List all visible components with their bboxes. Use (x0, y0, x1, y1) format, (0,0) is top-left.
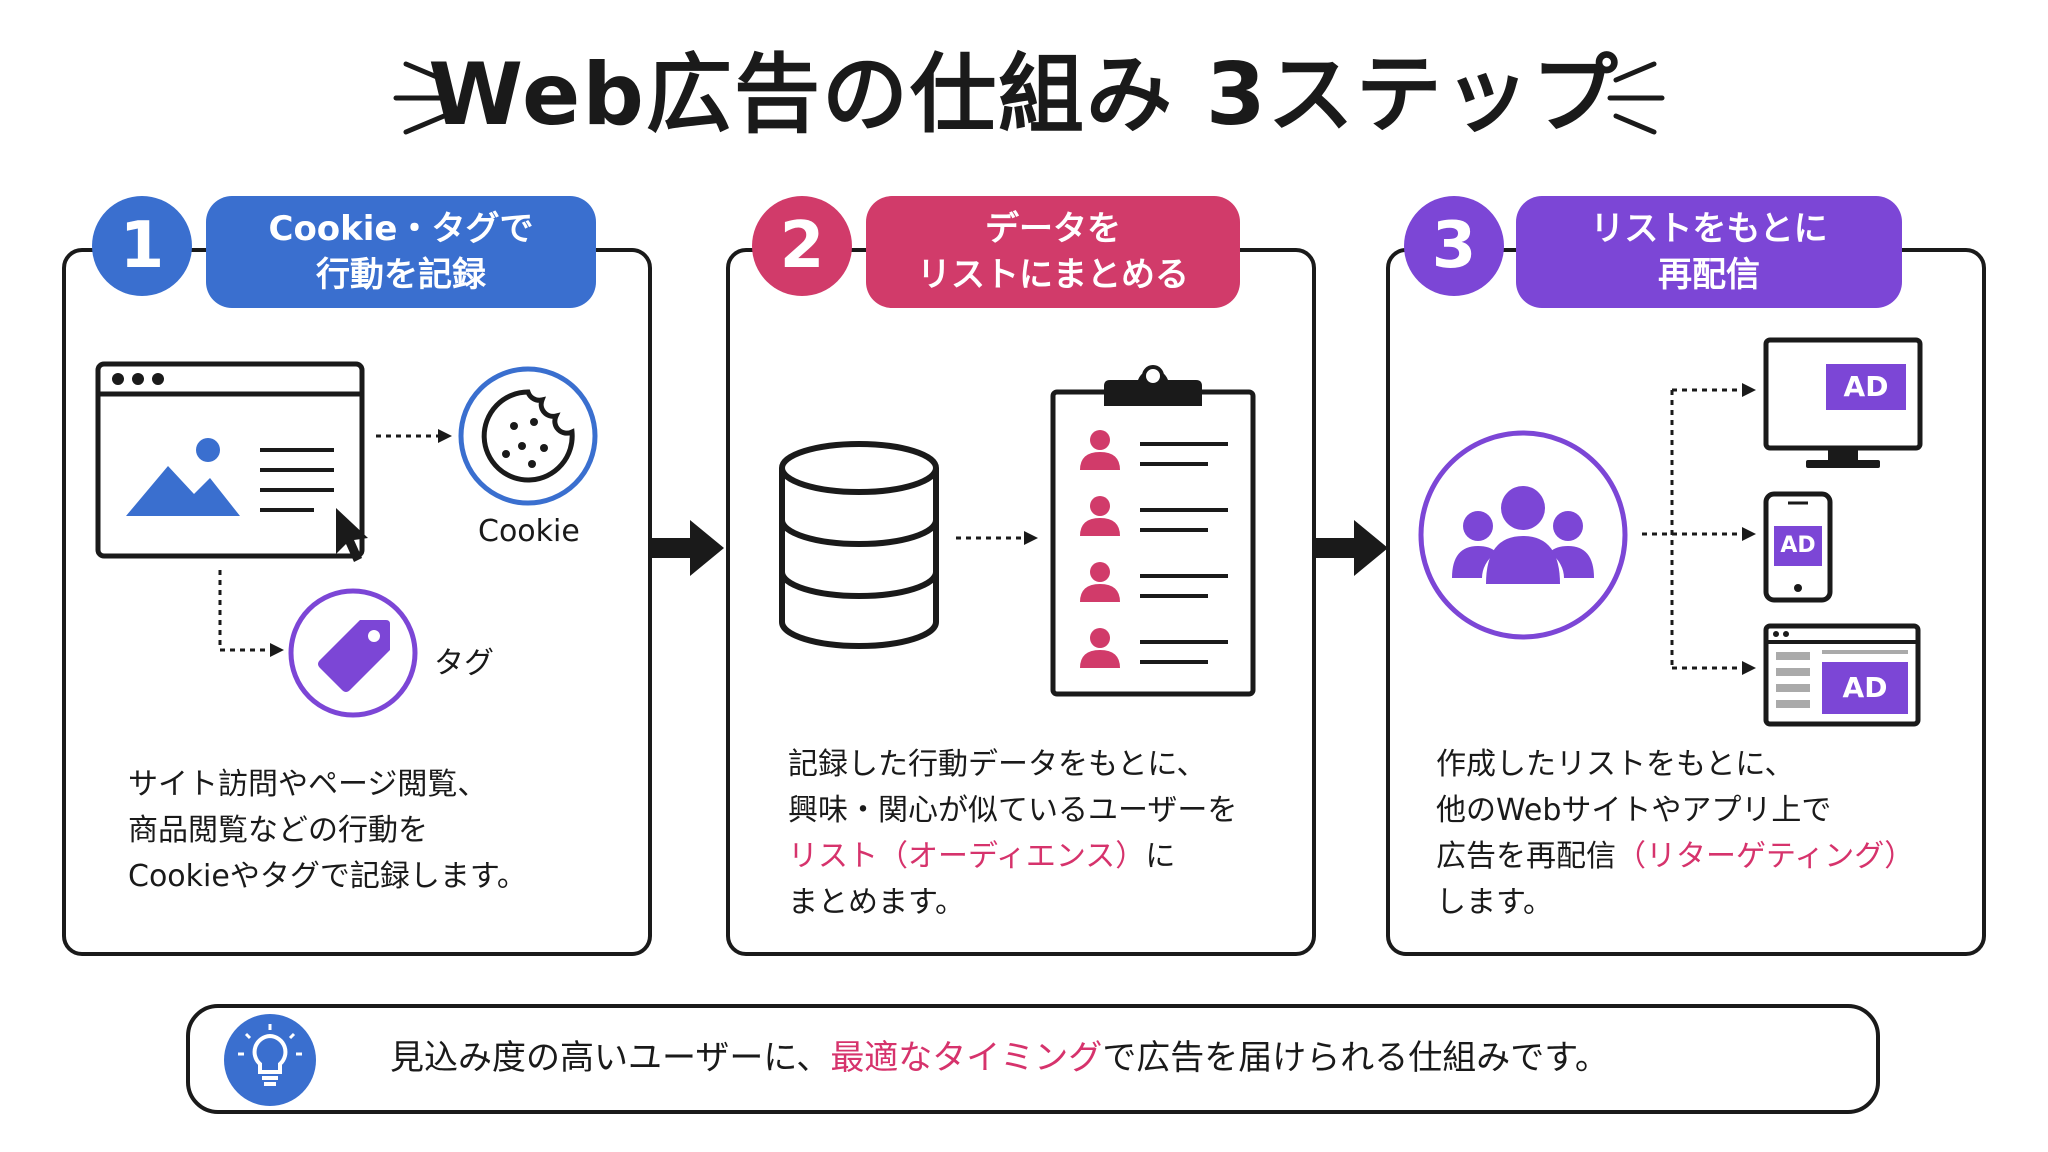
step-2-desc-line: 興味・関心が似ているユーザーを (788, 793, 1238, 828)
step-3-label-line2: 再配信 (1658, 255, 1760, 295)
step-1-number: 1 (92, 196, 192, 296)
step-3-desc-highlight: （リターゲティング） (1616, 839, 1915, 874)
clipboard-list-icon (1050, 365, 1256, 697)
step-2-desc-rest: に (1145, 839, 1176, 874)
step-2-desc-line: まとめます。 (788, 885, 965, 920)
step-1-label-line2: 行動を記録 (316, 255, 486, 295)
step-3-label-line1: リストをもとに (1590, 209, 1828, 249)
step-2-label-line1: データを (985, 209, 1121, 249)
audience-group-icon (1418, 430, 1628, 640)
step-3-desc-line: 他のWebサイトやアプリ上で (1436, 793, 1832, 828)
step-arrow-1-icon (652, 520, 724, 576)
title-decoration-right-icon (1607, 61, 1665, 135)
cookie-label: Cookie (478, 514, 580, 549)
summary-text-before: 見込み度の高いユーザーに、 (390, 1038, 831, 1078)
step-1-description: サイト訪問やページ閲覧、 商品閲覧などの行動を Cookieやタグで記録します。 (128, 762, 527, 900)
step-2-desc-line: リスト（オーディエンス）に (788, 834, 1237, 880)
tag-label: タグ (434, 646, 494, 681)
step-1-label-line1: Cookie・タグで (268, 209, 534, 249)
dotted-arrow-to-cookie-icon (376, 429, 452, 443)
step-3-desc-line: 広告を再配信（リターゲティング） (1436, 834, 1914, 880)
step-3-desc-plain: 広告を再配信 (1436, 839, 1616, 874)
step-2-label-line2: リストにまとめる (917, 255, 1189, 295)
browser-window-icon (95, 361, 368, 562)
dotted-arrow-to-tag-icon (218, 570, 284, 657)
summary-box (186, 1004, 1880, 1114)
summary-text: 見込み度の高いユーザーに、最適なタイミングで広告を届けられる仕組みです。 (390, 1030, 1609, 1086)
smartphone-icon (1763, 491, 1833, 603)
step-3-number: 3 (1404, 196, 1504, 296)
summary-text-after: で広告を届けられる仕組みです。 (1102, 1038, 1609, 1078)
tag-icon (288, 588, 418, 718)
step-1-desc-line: 商品閲覧などの行動を (128, 813, 428, 848)
lightbulb-icon (224, 1014, 316, 1106)
page-title: Web広告の仕組み 3ステップ (428, 45, 1620, 145)
step-3-label: リストをもとに 再配信 (1516, 196, 1902, 308)
desktop-monitor-icon (1763, 337, 1923, 468)
title-decoration-left-icon (393, 61, 451, 135)
step-2-label: データを リストにまとめる (866, 196, 1240, 308)
step-3-desc-line: します。 (1436, 885, 1553, 920)
monitor-ad-label: AD (1843, 370, 1889, 403)
web-page-ad-icon (1763, 623, 1921, 727)
step-3-description: 作成したリストをもとに、 他のWebサイトやアプリ上で 広告を再配信（リターゲテ… (1436, 742, 1914, 926)
database-icon (779, 441, 939, 649)
phone-ad-label: AD (1780, 533, 1816, 558)
dotted-arrow-to-list-icon (956, 531, 1038, 545)
cookie-icon (458, 366, 598, 506)
step-1-desc-line: Cookieやタグで記録します。 (128, 859, 527, 894)
step-2-desc-line: 記録した行動データをもとに、 (788, 747, 1207, 782)
step-2-description: 記録した行動データをもとに、 興味・関心が似ているユーザーを リスト（オーディエ… (788, 742, 1237, 926)
step-2-number: 2 (752, 196, 852, 296)
step-arrow-2-icon (1316, 520, 1388, 576)
step-1-label: Cookie・タグで 行動を記録 (206, 196, 596, 308)
step-3-desc-line: 作成したリストをもとに、 (1436, 747, 1795, 782)
step-2-desc-highlight: リスト（オーディエンス） (788, 839, 1146, 874)
step-1-desc-line: サイト訪問やページ閲覧、 (128, 767, 488, 802)
distribution-arrows-icon (1642, 383, 1756, 675)
webpage-ad-label: AD (1842, 671, 1888, 704)
summary-text-highlight: 最適なタイミング (830, 1038, 1103, 1078)
